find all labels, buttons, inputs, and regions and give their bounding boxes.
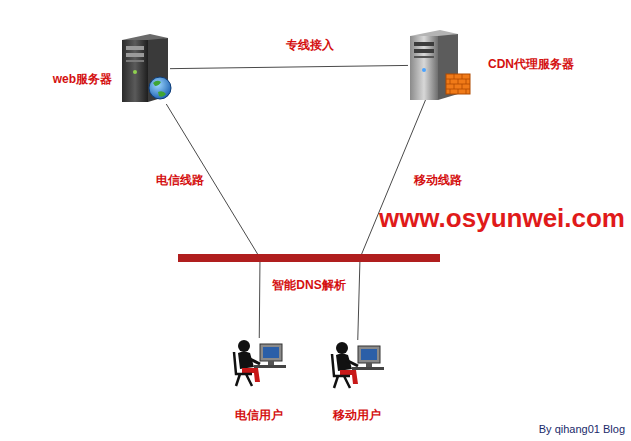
line-label: 专线接入 [284,38,336,52]
credit-note: By qihang01 Blog [539,423,625,436]
cdn-server-icon [410,30,470,100]
user-node: 电信用户 [232,338,286,394]
link-line [358,262,360,340]
link-line [170,65,408,68]
node-label: 智能DNS解析 [272,278,345,292]
user-icon [332,342,384,388]
link-line [259,262,261,338]
dns-band: 智能DNS解析 [178,254,440,262]
line-label: 电信线路 [154,173,206,187]
node-label: 电信用户 [235,408,283,422]
user-icon [234,340,286,386]
node-label: web服务器 [53,72,112,86]
line-label: 移动线路 [412,173,464,187]
node-label: CDN代理服务器 [488,57,574,71]
server-node: web服务器 [120,34,170,104]
server-node: CDN代理服务器 [408,30,472,100]
node-label: 移动用户 [333,408,381,422]
watermark: www.osyunwei.com [379,203,625,233]
web-server-icon [122,34,171,102]
user-node: 移动用户 [330,340,384,396]
